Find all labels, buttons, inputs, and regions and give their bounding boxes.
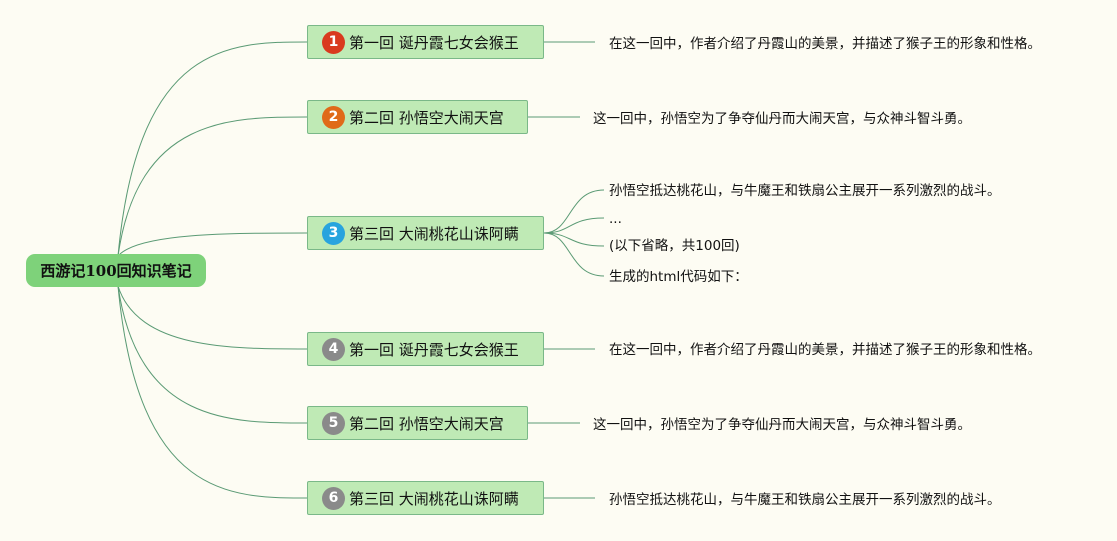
branch-label: 第一回 诞丹霞七女会猴王 (349, 340, 519, 359)
branch-link-6 (117, 285, 308, 499)
branch-topic-5[interactable]: 5 第二回 孙悟空大闹天宫 (307, 406, 528, 440)
number-badge-icon: 4 (322, 337, 345, 361)
branch-label: 第二回 孙悟空大闹天宫 (349, 108, 504, 127)
leaf-link-3-4 (543, 232, 605, 277)
branch-topic-3[interactable]: 3 第三回 大闹桃花山诛阿瞒 (307, 216, 544, 250)
number-badge-icon: 2 (322, 105, 345, 129)
branch-label: 第一回 诞丹霞七女会猴王 (349, 33, 519, 52)
branch-label: 第二回 孙悟空大闹天宫 (349, 414, 504, 433)
leaf-link-3-1 (543, 189, 605, 234)
number-badge-icon: 6 (322, 486, 345, 510)
branch-link-2 (117, 116, 308, 257)
branch-topic-4[interactable]: 4 第一回 诞丹霞七女会猴王 (307, 332, 544, 366)
note-text[interactable]: ... (609, 211, 622, 227)
root-topic[interactable]: 西游记100回知识笔记 (26, 254, 206, 287)
branch-topic-2[interactable]: 2 第二回 孙悟空大闹天宫 (307, 100, 528, 134)
leaf-link-3-3 (543, 232, 605, 247)
branch-label: 第三回 大闹桃花山诛阿瞒 (349, 224, 519, 243)
note-text[interactable]: 在这一回中，作者介绍了丹霞山的美景，并描述了猴子王的形象和性格。 (609, 342, 1041, 358)
note-text[interactable]: 这一回中，孙悟空为了争夺仙丹而大闹天宫，与众神斗智斗勇。 (593, 111, 971, 127)
note-text[interactable]: (以下省略，共100回) (609, 238, 740, 254)
leaf-link-3-2 (543, 217, 605, 234)
branch-link-4 (117, 285, 308, 350)
branch-link-1 (117, 41, 308, 257)
note-text[interactable]: 在这一回中，作者介绍了丹霞山的美景，并描述了猴子王的形象和性格。 (609, 36, 1041, 52)
note-text[interactable]: 孙悟空抵达桃花山，与牛魔王和铁扇公主展开一系列激烈的战斗。 (609, 183, 1001, 199)
note-text[interactable]: 孙悟空抵达桃花山，与牛魔王和铁扇公主展开一系列激烈的战斗。 (609, 492, 1001, 508)
number-badge-icon: 3 (322, 221, 345, 245)
branch-link-3 (117, 232, 308, 257)
branch-topic-6[interactable]: 6 第三回 大闹桃花山诛阿瞒 (307, 481, 544, 515)
number-badge-icon: 1 (322, 30, 345, 54)
root-topic-label: 西游记100回知识笔记 (40, 262, 192, 280)
branch-link-5 (117, 285, 308, 424)
branch-topic-1[interactable]: 1 第一回 诞丹霞七女会猴王 (307, 25, 544, 59)
number-badge-icon: 5 (322, 411, 345, 435)
note-text[interactable]: 生成的html代码如下： (609, 269, 748, 285)
note-text[interactable]: 这一回中，孙悟空为了争夺仙丹而大闹天宫，与众神斗智斗勇。 (593, 417, 971, 433)
branch-label: 第三回 大闹桃花山诛阿瞒 (349, 489, 519, 508)
